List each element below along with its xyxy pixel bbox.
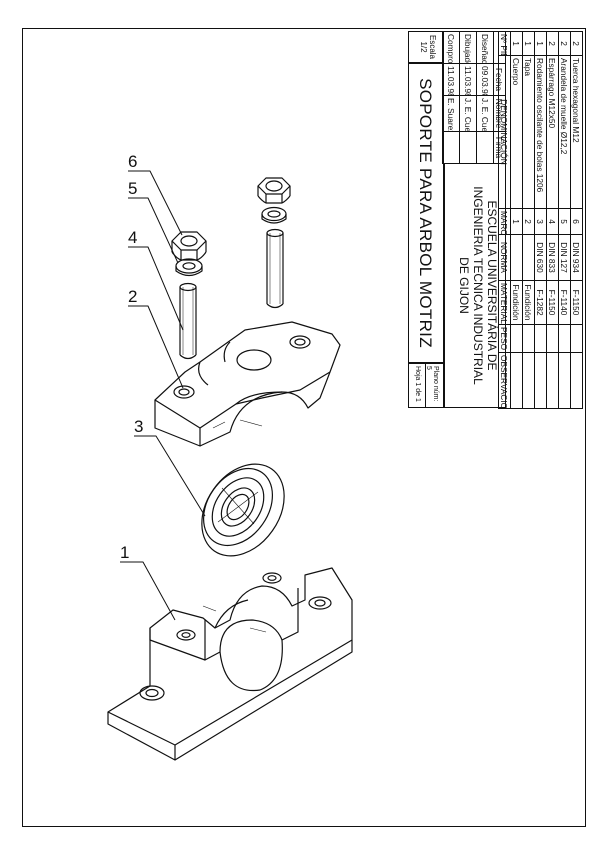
plan-box: Plano núm: 5 Hoja 1 de 1 (408, 363, 444, 408)
parts-cell-mark: 2 (522, 208, 535, 235)
hex-nut-right (257, 177, 291, 204)
parts-cell-norma: DIN 127 (558, 234, 571, 281)
ball-bearing-part (201, 463, 285, 557)
parts-cell-obs (570, 352, 583, 409)
parts-cell-obs (522, 352, 535, 409)
parts-cell-qty: 2 (546, 31, 559, 56)
parts-cell-material: F-1140 (558, 280, 571, 325)
hex-nut-left (171, 231, 207, 261)
sig-name: J. E. Cueto (476, 95, 494, 132)
drawing-title: SOPORTE PARA ARBOL MOTRIZ (416, 78, 435, 348)
sig-header-signature: Firma (493, 131, 506, 164)
sig-header-date: Fecha (493, 63, 506, 96)
school-line-3: DE GIJON (457, 257, 471, 314)
school-line-1: ESCUELA UNIVERSITÁRIA DE (485, 200, 499, 371)
parts-cell-norma: DIN 630 (534, 234, 547, 281)
sig-name: E. Suarez (442, 95, 460, 132)
parts-cell-obs (534, 352, 547, 409)
parts-cell-obs (546, 352, 559, 409)
parts-cell-norma: DIN 934 (570, 234, 583, 281)
spring-washer-left (175, 258, 203, 277)
scale-box: Escala 1/2 (408, 31, 444, 63)
parts-cell-name: Tapa (522, 55, 535, 209)
sheet-of-label: de (414, 388, 421, 397)
parts-cell-qty: 2 (558, 31, 571, 56)
sig-header-name: Nombre (493, 95, 506, 132)
parts-cell-mark: 5 (558, 208, 571, 235)
parts-cell-peso (510, 324, 523, 353)
signature-table: Fecha Nombre Firma Diseñado 09.03.98 J. … (442, 31, 506, 164)
bearing-body-part (107, 567, 353, 761)
parts-cell-peso (558, 324, 571, 353)
sig-date: 11.03.98 (459, 63, 477, 96)
plan-label: Plano núm: (432, 366, 439, 402)
scale-value: 1/2 (419, 41, 428, 53)
parts-cell-name: Cuerpo (510, 55, 523, 209)
parts-cell-norma (510, 234, 523, 281)
threaded-stud-right (266, 228, 284, 309)
parts-cell-norma (522, 234, 535, 281)
parts-cell-peso (570, 324, 583, 353)
parts-cell-mark: 3 (534, 208, 547, 235)
parts-cell-name: Espárrago M12x50 (546, 55, 559, 209)
parts-cell-material: F-1150 (570, 280, 583, 325)
callout-6: 6 (128, 152, 137, 171)
parts-cell-mark: 4 (546, 208, 559, 235)
sig-name: J. E. Cueto (459, 95, 477, 132)
parts-cell-qty: 1 (510, 31, 523, 56)
parts-cell-obs (510, 352, 523, 409)
parts-cell-name: Arandela de muelle Ø12,2 (558, 55, 571, 209)
parts-cell-mark: 1 (510, 208, 523, 235)
spring-washer-right (261, 206, 287, 224)
part-callouts: 6 5 4 2 3 1 (120, 152, 143, 562)
parts-cell-name: Rodamiento oscilante de bolas 1206 (534, 55, 547, 209)
parts-cell-qty: 1 (534, 31, 547, 56)
scale-label: Escala (428, 34, 437, 59)
parts-cell-peso (534, 324, 547, 353)
sig-date: 11.03.98 (442, 63, 460, 96)
parts-cell-peso (546, 324, 559, 353)
sig-role: Comprobado (442, 31, 460, 64)
sheet-label: Hoja (414, 366, 421, 381)
sig-date: 09.03.98 (476, 63, 494, 96)
callout-4: 4 (128, 228, 137, 247)
parts-cell-mark: 6 (570, 208, 583, 235)
callout-2: 2 (128, 287, 137, 306)
parts-cell-material: F-1150 (546, 280, 559, 325)
callout-5: 5 (128, 179, 137, 198)
sheet-value: 1 (414, 382, 421, 387)
title-box: SOPORTE PARA ARBOL MOTRIZ (408, 63, 444, 363)
sig-role: Diseñado (476, 31, 494, 64)
leader-lines (120, 170, 206, 621)
parts-cell-obs (558, 352, 571, 409)
school-line-2: INGENIERIA TECNICA INDUSTRIAL (471, 186, 485, 385)
drawing-sheet-border (22, 28, 586, 827)
sheet-total: 1 (414, 397, 421, 402)
school-box: ESCUELA UNIVERSITÁRIA DE INGENIERIA TECN… (444, 163, 506, 408)
callout-3: 3 (134, 417, 143, 436)
callout-1: 1 (120, 543, 129, 562)
parts-cell-qty: 1 (522, 31, 535, 56)
parts-cell-name: Tuerca hexagonal M12 (570, 55, 583, 209)
threaded-stud-left (179, 282, 197, 360)
parts-cell-peso (522, 324, 535, 353)
parts-cell-material: Fundición (510, 280, 523, 325)
plan-number: 5 (425, 366, 432, 370)
bearing-cover-part (154, 321, 341, 447)
parts-cell-norma: DIN 833 (546, 234, 559, 281)
sig-role: Dibujado (459, 31, 477, 64)
parts-cell-material: Fundición (522, 280, 535, 325)
parts-cell-qty: 2 (570, 31, 583, 56)
parts-cell-material: F-1282 (534, 280, 547, 325)
